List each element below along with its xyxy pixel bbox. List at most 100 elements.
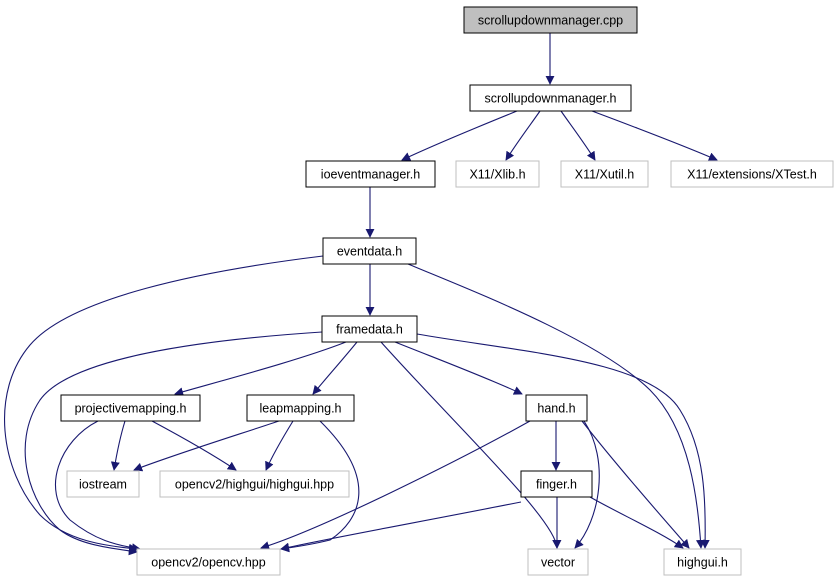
node-label: eventdata.h <box>337 245 402 259</box>
edge-arrow <box>505 110 541 161</box>
node-opencv: opencv2/opencv.hpp <box>136 548 281 576</box>
node-label: finger.h <box>536 478 577 492</box>
node-root[interactable]: scrollupdownmanager.cpp <box>463 6 638 34</box>
node-box <box>60 394 201 422</box>
edge-projmap-to-hgh <box>151 420 237 471</box>
edge-arrow <box>54 420 141 553</box>
node-sudm_h[interactable]: scrollupdownmanager.h <box>469 84 632 112</box>
edge-leapmap-to-iostream <box>133 420 280 472</box>
edge-arrow <box>401 110 518 161</box>
edge-framedata-to-projmap <box>174 341 347 397</box>
edge-arrow <box>407 263 705 549</box>
edge-arrow <box>265 420 294 471</box>
node-label: vector <box>541 556 575 570</box>
node-hand[interactable]: hand.h <box>525 394 588 422</box>
node-label: X11/Xlib.h <box>469 168 525 182</box>
node-framedata[interactable]: framedata.h <box>321 315 418 343</box>
edge-arrow <box>151 420 237 471</box>
edge-arrow <box>581 420 690 549</box>
node-box <box>560 160 649 188</box>
edge-leapmap-to-hgh <box>265 420 294 471</box>
nodes-layer: scrollupdownmanager.cpp scrollupdownmanag… <box>60 6 834 576</box>
node-projmap[interactable]: projectivemapping.h <box>60 394 201 422</box>
edge-framedata-to-hand <box>394 341 523 395</box>
edge-sudm_h-to-ioevent <box>401 110 518 161</box>
node-label: framedata.h <box>336 323 403 337</box>
node-leapmap[interactable]: leapmapping.h <box>246 394 355 422</box>
edge-arrow <box>280 420 360 553</box>
edge-eventdata-to-highgui <box>407 263 705 549</box>
node-xtest: X11/extensions/XTest.h <box>670 160 834 188</box>
edge-framedata-to-highgui <box>416 333 710 549</box>
node-label: highgui.h <box>677 556 728 570</box>
node-hgh: opencv2/highgui/highgui.hpp <box>159 470 350 498</box>
edge-sudm_h-to-xutil <box>560 110 596 161</box>
edge-framedata-to-leapmap <box>312 341 358 395</box>
edge-arrow <box>4 255 324 553</box>
node-eventdata[interactable]: eventdata.h <box>322 237 417 265</box>
node-box <box>305 160 436 188</box>
node-label: projectivemapping.h <box>75 402 187 416</box>
edge-projmap-to-opencv <box>54 420 141 553</box>
node-label: leapmapping.h <box>259 402 341 416</box>
node-box <box>136 548 281 576</box>
node-xlib: X11/Xlib.h <box>455 160 540 188</box>
edge-arrow <box>380 341 562 549</box>
node-label: X11/extensions/XTest.h <box>687 168 817 182</box>
node-label: scrollupdownmanager.cpp <box>478 14 623 28</box>
node-box <box>321 315 418 343</box>
node-highgui: highgui.h <box>663 548 742 576</box>
edge-eventdata-to-opencv <box>4 255 324 553</box>
node-label: X11/Xutil.h <box>575 168 635 182</box>
node-box <box>455 160 540 188</box>
edge-arrow <box>394 341 523 395</box>
edge-arrow <box>133 420 280 472</box>
edge-framedata-to-opencv <box>24 331 323 556</box>
edge-arrow <box>280 501 522 552</box>
node-box <box>663 548 742 576</box>
node-label: ioeventmanager.h <box>321 168 420 182</box>
node-box <box>527 548 589 576</box>
node-box <box>66 470 140 498</box>
node-box <box>159 470 350 498</box>
node-label: opencv2/opencv.hpp <box>151 556 265 570</box>
node-box <box>670 160 834 188</box>
edge-arrow <box>260 420 531 550</box>
edge-arrow <box>574 420 600 549</box>
node-iostream: iostream <box>66 470 140 498</box>
node-box <box>520 470 593 498</box>
node-vector: vector <box>527 548 589 576</box>
edge-framedata-to-vector <box>380 341 562 549</box>
edges-layer <box>4 32 718 556</box>
edge-leapmap-to-opencv <box>280 420 360 553</box>
node-ioevent[interactable]: ioeventmanager.h <box>305 160 436 188</box>
node-xutil: X11/Xutil.h <box>560 160 649 188</box>
edge-arrow <box>174 341 347 397</box>
node-finger[interactable]: finger.h <box>520 470 593 498</box>
edge-arrow <box>591 110 718 161</box>
node-box <box>525 394 588 422</box>
edge-arrow <box>312 341 358 395</box>
edge-arrow <box>24 331 323 556</box>
edge-finger-to-opencv <box>280 501 522 552</box>
edge-arrow <box>110 420 126 471</box>
edge-arrow <box>416 333 710 549</box>
edge-projmap-to-iostream <box>110 420 126 471</box>
edge-arrow <box>589 496 684 549</box>
node-box <box>463 6 638 34</box>
node-box <box>246 394 355 422</box>
edge-sudm_h-to-xtest <box>591 110 718 161</box>
edge-hand-to-highgui <box>581 420 690 549</box>
edge-arrow <box>560 110 596 161</box>
node-label: opencv2/highgui/highgui.hpp <box>175 478 334 492</box>
edge-hand-to-opencv <box>260 420 531 550</box>
node-label: scrollupdownmanager.h <box>484 92 616 106</box>
node-label: iostream <box>79 478 127 492</box>
node-label: hand.h <box>537 402 575 416</box>
edge-hand-to-vector <box>574 420 600 549</box>
edge-sudm_h-to-xlib <box>505 110 541 161</box>
node-box <box>469 84 632 112</box>
node-box <box>322 237 417 265</box>
edge-finger-to-highgui <box>589 496 684 549</box>
